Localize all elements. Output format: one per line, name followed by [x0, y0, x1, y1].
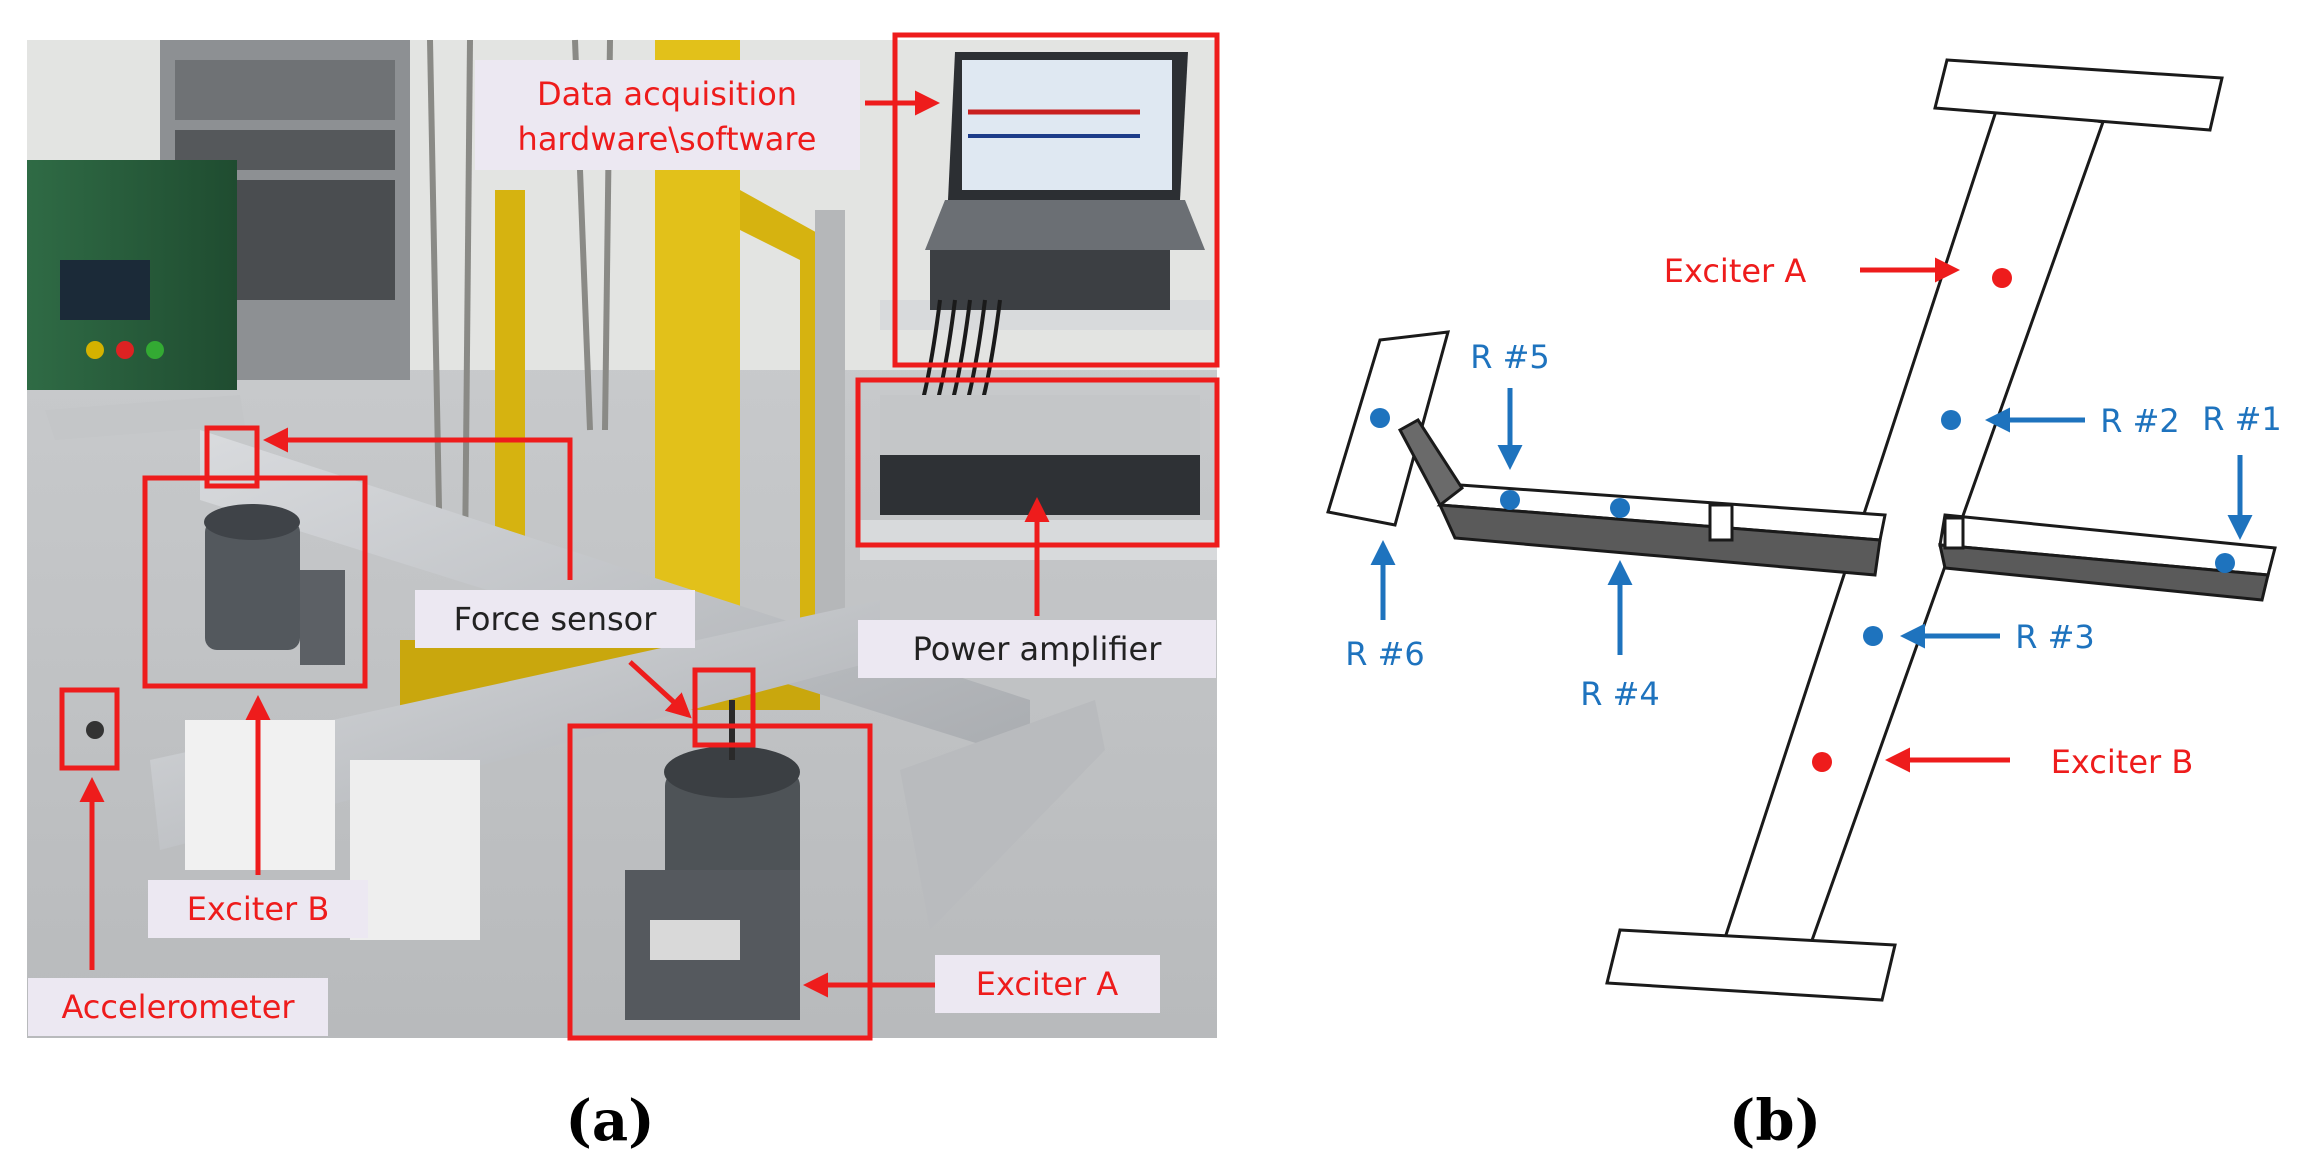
exciter-b-body	[205, 520, 300, 650]
panel-a-labels: Data acquisition hardware\software Force…	[28, 60, 1216, 1036]
power-amplifier-label: Power amplifier	[913, 630, 1163, 668]
r2-text: R #2	[2100, 402, 2180, 440]
stand-pole	[815, 210, 845, 680]
exciter-b-box	[142, 475, 368, 689]
accelerometer-sensor	[86, 721, 104, 739]
cross-beam-right-side	[1938, 543, 2270, 602]
exciter-a-point	[1992, 268, 2012, 288]
daq-highlight-box	[892, 32, 1220, 368]
r4-text: R #4	[1580, 675, 1660, 713]
panel-a-caption: (a)	[565, 1088, 654, 1154]
aluminium-beam	[900, 700, 1105, 930]
left-end-plate	[1326, 330, 1451, 527]
force-sensor-b-arrow	[263, 427, 573, 580]
r6-point	[1370, 408, 1390, 428]
force-sensor-a-arrow	[628, 660, 692, 719]
panel-a-photo	[27, 39, 1217, 1038]
beam-bracket	[1943, 516, 1965, 550]
end-connector	[1397, 418, 1465, 508]
daq-label-line1: Data acquisition	[537, 75, 797, 113]
power-amplifier-label-bg	[858, 620, 1216, 678]
panel-b-arrows	[1370, 257, 2253, 773]
panel-b-labels: Exciter A Exciter B R #1 R #2 R #3 R #4 …	[1345, 252, 2282, 781]
exciter-b-text: Exciter B	[2051, 743, 2194, 781]
accelerometer-box	[59, 687, 120, 771]
cabinet-button	[116, 341, 134, 359]
force-sensor-a-box	[692, 667, 756, 748]
r5-point	[1500, 490, 1520, 510]
laptop-display	[962, 60, 1172, 190]
r3-text: R #3	[2015, 618, 2095, 656]
exciter-a-top	[664, 746, 800, 798]
exciter-b-top	[204, 504, 300, 540]
exciter-a-label: Exciter A	[976, 965, 1119, 1003]
bottom-end-plate	[1605, 928, 1897, 1002]
panel-b-points	[1370, 268, 2235, 772]
top-end-plate	[1933, 58, 2224, 132]
r1-text: R #1	[2202, 400, 2282, 438]
panel-b-caption: (b)	[1729, 1088, 1821, 1154]
force-sensor-label-bg	[415, 590, 695, 648]
accelerometer-label-bg	[28, 978, 328, 1036]
laptop-keyboard	[925, 200, 1205, 250]
r4-point	[1610, 498, 1630, 518]
exciter-a-label-bg	[935, 955, 1160, 1013]
paper-stack	[350, 760, 480, 940]
force-sensor-b-box	[204, 425, 260, 489]
power-amplifier-unit	[880, 395, 1200, 455]
daq-label-line2: hardware\software	[518, 120, 817, 158]
panel-a-highlights	[59, 32, 1220, 1041]
panel-b-sketch	[1326, 58, 2277, 1002]
exciter-a-text: Exciter A	[1664, 252, 1807, 290]
suspension-cable	[427, 39, 443, 561]
accelerometer-label: Accelerometer	[61, 988, 295, 1026]
beam-bracket	[1708, 503, 1734, 542]
force-sensor-label: Force sensor	[454, 600, 658, 638]
r3-point	[1863, 626, 1883, 646]
cabinet-screen	[60, 260, 150, 320]
exciter-b-bracket	[300, 570, 345, 665]
rack-unit	[175, 60, 395, 120]
daq-label-bg	[475, 60, 860, 170]
exciter-a-label-plate	[650, 920, 740, 960]
exciter-a-box	[567, 723, 873, 1041]
aluminium-beam	[45, 395, 245, 440]
cabinet-button	[86, 341, 104, 359]
r1-point	[2215, 553, 2235, 573]
r2-point	[1941, 410, 1961, 430]
cabinet-button	[146, 341, 164, 359]
daq-chassis	[930, 250, 1170, 310]
power-amplifier-unit	[880, 455, 1200, 515]
panel-a-arrows	[79, 90, 1050, 998]
r5-text: R #5	[1470, 338, 1550, 376]
exciter-b-label-bg	[148, 880, 368, 938]
suspension-cable	[462, 39, 473, 561]
yellow-frame-brace	[740, 190, 830, 660]
r6-text: R #6	[1345, 635, 1425, 673]
exciter-b-label: Exciter B	[187, 890, 330, 928]
exciter-b-point	[1812, 752, 1832, 772]
